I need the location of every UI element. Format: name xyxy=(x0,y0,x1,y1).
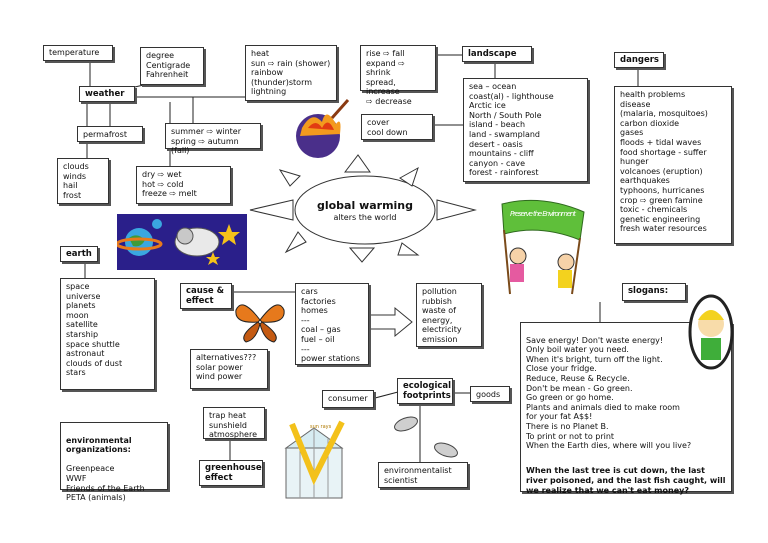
dangers-list: health problems disease (malaria, mosqui… xyxy=(614,86,732,244)
preserve-environment-image: Preserve the Environment xyxy=(501,199,585,295)
permafrost-box: permafrost xyxy=(77,126,143,142)
alternatives-box: alternatives??? solar power wind power xyxy=(190,349,268,389)
butterfly-image xyxy=(235,304,285,343)
center-title: global warming xyxy=(316,199,414,212)
organizations-title: environmental organizations: xyxy=(66,435,132,455)
landscape-list: sea – ocean coast(al) - lighthouse Arcti… xyxy=(463,78,588,182)
goods-box: goods xyxy=(470,386,510,402)
slogans-quote: When the last tree is cut down, the last… xyxy=(526,466,726,495)
footprints-image xyxy=(394,416,458,458)
seasons-box: summer ⇨ winter spring ⇨ autumn (fall) xyxy=(165,123,261,155)
banner-text: Preserve the Environment xyxy=(510,210,576,218)
causes-box: cars factories homes --- coal – gas fuel… xyxy=(295,283,369,365)
earth-list: space universe planets moon satellite st… xyxy=(60,278,155,390)
slogans-label: slogans: xyxy=(622,283,686,301)
greenhouse-image: sun rays xyxy=(284,420,345,499)
precipitation-box: clouds winds hail frost xyxy=(57,158,109,204)
boy-mascot-image xyxy=(688,294,734,370)
weather-label: weather xyxy=(79,86,135,102)
organizations-box: environmental organizations: Greenpeace … xyxy=(60,422,168,502)
sun-rays-text: sun rays xyxy=(310,424,332,430)
rise-fall-box: rise ⇨ fall expand ⇨ shrink spread, incr… xyxy=(360,45,436,106)
landscape-label: landscape xyxy=(462,46,532,62)
ecological-footprints-label: ecological footprints xyxy=(397,378,453,404)
cause-effect-label: cause & effect xyxy=(180,283,232,309)
organizations-list: Greenpeace WWF Friends of the Earth PETA… xyxy=(66,464,145,503)
trap-heat-box: trap heat sunshield atmosphere xyxy=(203,407,265,439)
cover-box: cover cool down xyxy=(361,114,433,140)
opposites-box: dry ⇨ wet hot ⇨ cold freeze ⇨ melt xyxy=(136,166,231,204)
greenhouse-effect-label: greenhouse effect xyxy=(199,460,263,486)
temperature-label: temperature xyxy=(43,45,113,61)
pollution-box: pollution rubbish waste of energy, elect… xyxy=(416,283,482,347)
degree-box: degree Centigrade Fahrenheit xyxy=(140,47,204,85)
consumer-box: consumer xyxy=(322,390,374,408)
earth-label: earth xyxy=(60,246,98,262)
slogans-list: Save energy! Don't waste energy! Only bo… xyxy=(526,335,692,451)
space-image xyxy=(117,214,247,270)
heat-box: heat sun ⇨ rain (shower) rainbow (thunde… xyxy=(245,45,337,101)
burning-earth-image xyxy=(296,99,350,158)
environmentalist-box: environmentalist scientist xyxy=(378,462,468,488)
center-subtitle: alters the world xyxy=(333,213,397,222)
dangers-label: dangers xyxy=(614,52,664,68)
